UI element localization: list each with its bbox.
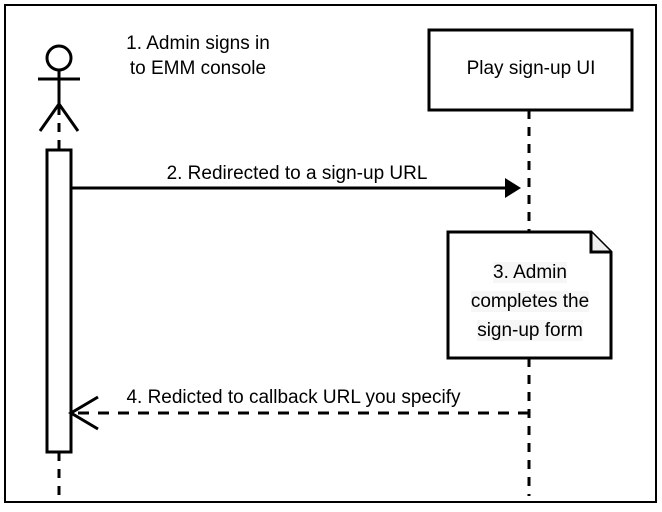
participant-label: Play sign-up UI [466, 58, 596, 79]
note-text-line-3: sign-up form [477, 320, 583, 341]
message-4-arrow [68, 395, 529, 431]
note-text: 3. Admin completes the sign-up form [450, 258, 610, 345]
actor-activation-bar [45, 148, 73, 454]
message-2-label: 2. Redirected to a sign-up URL [166, 163, 428, 184]
actor-caption: 1. Admin signs in to EMM console [105, 31, 291, 81]
note-text-line-2: completes the [470, 291, 590, 312]
diagram-frame-border [4, 4, 657, 503]
message-2-arrow [71, 178, 521, 198]
message-4-label: 4. Redicted to callback URL you specify [126, 387, 461, 408]
participant-box[interactable] [427, 28, 634, 112]
actor-caption-line-2: to EMM console [129, 58, 267, 79]
actor-caption-line-1: 1. Admin signs in [126, 33, 270, 54]
note-text-line-1: 3. Admin [493, 262, 567, 283]
stick-figure-actor-icon [38, 44, 80, 132]
